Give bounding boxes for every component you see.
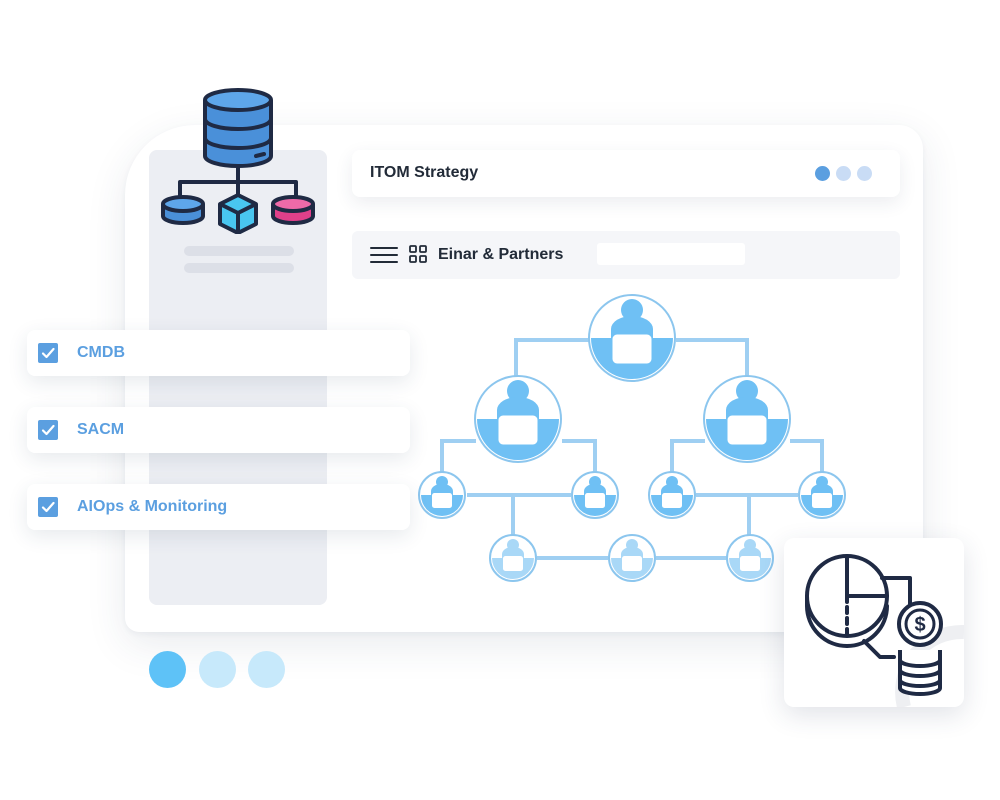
org-node-small[interactable] bbox=[418, 471, 466, 519]
checkbox-checked[interactable] bbox=[38, 497, 58, 517]
window-dot[interactable] bbox=[836, 166, 851, 181]
database-hierarchy-icon bbox=[161, 88, 315, 234]
checklist-label: SACM bbox=[77, 421, 125, 438]
org-node-small[interactable] bbox=[798, 471, 846, 519]
checkmark-icon bbox=[41, 347, 55, 359]
checklist-item[interactable]: CMDB bbox=[27, 330, 410, 376]
window-dot-active[interactable] bbox=[815, 166, 830, 181]
org-node-small[interactable] bbox=[608, 534, 656, 582]
page-title: ITOM Strategy bbox=[370, 164, 479, 181]
checklist-item[interactable]: AIOps & Monitoring bbox=[27, 484, 410, 530]
checklist-label: CMDB bbox=[77, 344, 125, 361]
sidebar-placeholder-line bbox=[184, 246, 294, 256]
org-chart bbox=[418, 294, 846, 582]
title-card: ITOM Strategy bbox=[352, 150, 900, 197]
org-node-small[interactable] bbox=[648, 471, 696, 519]
checkmark-icon bbox=[41, 501, 55, 513]
org-node-left[interactable] bbox=[474, 375, 562, 463]
checkbox-checked[interactable] bbox=[38, 420, 58, 440]
sidebar-placeholder-line bbox=[184, 263, 294, 273]
checklist-label: AIOps & Monitoring bbox=[77, 498, 228, 515]
checklist-item[interactable]: SACM bbox=[27, 407, 410, 453]
pie-chart-coins-icon: $ bbox=[805, 554, 964, 707]
grid-icon[interactable] bbox=[409, 245, 427, 263]
company-name: Einar & Partners bbox=[438, 246, 564, 263]
org-node-top[interactable] bbox=[588, 294, 676, 382]
checkmark-icon bbox=[41, 424, 55, 436]
pager-dot-active[interactable] bbox=[149, 651, 186, 688]
hamburger-icon[interactable] bbox=[370, 246, 398, 264]
toolbar-input-field[interactable] bbox=[597, 243, 745, 265]
checkbox-checked[interactable] bbox=[38, 343, 58, 363]
svg-text:$: $ bbox=[914, 614, 925, 636]
org-node-small[interactable] bbox=[489, 534, 537, 582]
toolbar: Einar & Partners bbox=[352, 231, 900, 279]
org-node-small[interactable] bbox=[726, 534, 774, 582]
pager-dot[interactable] bbox=[199, 651, 236, 688]
org-node-right[interactable] bbox=[703, 375, 791, 463]
window-dot[interactable] bbox=[857, 166, 872, 181]
pager-dot[interactable] bbox=[248, 651, 285, 688]
finance-card: $ bbox=[784, 538, 964, 707]
org-node-small[interactable] bbox=[571, 471, 619, 519]
